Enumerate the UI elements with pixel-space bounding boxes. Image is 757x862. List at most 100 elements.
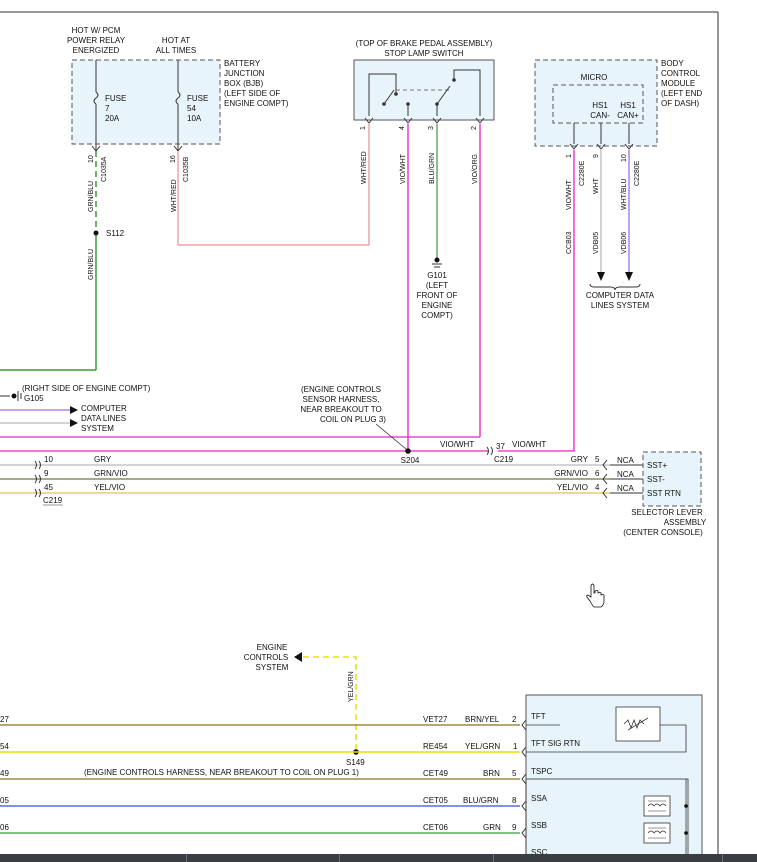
trans-label-ssa: SSA (531, 794, 548, 803)
computer-data-2-line1: COMPUTER (81, 404, 127, 413)
trans-row2-left: 54 (0, 742, 9, 751)
c219-row3-pin: 45 (44, 483, 53, 492)
trans-row5-wire: GRN (483, 823, 501, 832)
bcm-data-lines: COMPUTER DATA LINES SYSTEM (586, 150, 655, 310)
c219-conn-upper: C219 (494, 455, 514, 464)
wire-grn-blu-label-2: GRN/BLU (88, 249, 95, 280)
selector-harness: 10 GRY 9 GRN/VIO 45 YEL/VIO C219 GRY 5 G… (0, 451, 707, 537)
sel-nca-2: NCA (617, 470, 635, 479)
g105-label: G105 (24, 394, 44, 403)
bcm-can-minus-2: CAN- (590, 111, 610, 120)
bjb-pin1: 10 (88, 155, 95, 163)
selector-title-1: SELECTOR LEVER (631, 508, 703, 517)
taskbar-segment[interactable] (340, 854, 494, 862)
bcm-title-5: OF DASH) (661, 99, 700, 108)
c219-row2-wire: GRN/VIO (94, 469, 128, 478)
computer-data-lines-2: COMPUTER DATA LINES SYSTEM (0, 404, 127, 433)
trans-row5-circuit: CET06 (423, 823, 448, 832)
connector-c219-upper: VIO/WHT 37 C219 VIO/WHT (440, 440, 546, 464)
ground-g101: G101 (LEFT FRONT OF ENGINE COMPT) (417, 124, 458, 320)
computer-data-2-line2: DATA LINES (81, 414, 126, 423)
bjb-conn2: C1035B (183, 156, 190, 182)
wire-bcm-vio-wht (498, 150, 575, 452)
trans-label-tspc: TSPC (531, 767, 553, 776)
computer-data-2-line3: SYSTEM (81, 424, 114, 433)
trans-row3-circuit: CET49 (423, 769, 448, 778)
stop-lamp-pin-4: 4 (399, 126, 406, 130)
bjb-title-line1: BATTERY (224, 59, 261, 68)
g101-line5: COMPT) (421, 311, 453, 320)
s204-note-1: (ENGINE CONTROLS (301, 385, 381, 394)
sel-row3-wire: YEL/VIO (557, 483, 588, 492)
trans-label-ssc: SSC (531, 848, 548, 857)
bjb-box (71, 59, 221, 145)
bcm-pin-1: 1 (566, 154, 573, 158)
bcm-pin-9: 9 (593, 154, 600, 158)
s204-note-4: COIL ON PLUG 3) (320, 415, 386, 424)
engine-controls: ENGINE CONTROLS SYSTEM YEL/GRN S149 (244, 643, 365, 767)
bcm-can-plus-2: CAN+ (617, 111, 639, 120)
stop-lamp-switch: (TOP OF BRAKE PEDAL ASSEMBLY) STOP LAMP … (353, 39, 495, 184)
c219-wire-right: VIO/WHT (512, 440, 546, 449)
transmission-module-box (525, 694, 703, 862)
engine-controls-wire: YEL/GRN (348, 671, 355, 702)
g101-line4: ENGINE (422, 301, 453, 310)
sel-nca-3: NCA (617, 484, 635, 493)
trans-row3-left: 49 (0, 769, 9, 778)
bjb-title-line3: BOX (BJB) (224, 79, 263, 88)
solenoid-ssa-icon (643, 795, 671, 817)
bcm-circuit-vdb06: VDB06 (621, 232, 628, 254)
selector-box (642, 451, 702, 507)
wire-grn-blu-label-1: GRN/BLU (88, 181, 95, 212)
arrow-right-icon (70, 419, 78, 427)
engine-controls-title-1: ENGINE (257, 643, 288, 652)
bjb-title-line2: JUNCTION (224, 69, 265, 78)
stop-lamp-wire-2: VIO/WHT (400, 153, 407, 184)
engine-controls-title-3: SYSTEM (256, 663, 289, 672)
bcm-wire-vio-wht: VIO/WHT (566, 179, 573, 210)
bcm-wire-wht: WHT (593, 177, 600, 194)
wire-grn-blu: GRN/BLU S112 GRN/BLU (0, 151, 125, 371)
taskbar-segment[interactable] (494, 854, 723, 862)
stop-lamp-pin-1: 1 (360, 126, 367, 130)
trans-row1-pin: 2 (512, 715, 517, 724)
c219-row1-wire: GRY (94, 455, 112, 464)
trans-row1-left: 27 (0, 715, 9, 724)
trans-row4-circuit: CET05 (423, 796, 448, 805)
bcm-connector-1: C2280E (579, 160, 586, 186)
fuse2-label: FUSE (187, 94, 208, 103)
sel-row2-wire: GRN/VIO (554, 469, 588, 478)
trans-label-tft-sig-rtn: TFT SIG RTN (531, 739, 580, 748)
g101-line3: FRONT OF (417, 291, 458, 300)
c219-conn-lower: C219 (43, 496, 63, 505)
taskbar-segment[interactable] (187, 854, 340, 862)
c219-row1-pin: 10 (44, 455, 53, 464)
fuse1-label: FUSE (105, 94, 126, 103)
bottom-taskbar (0, 854, 757, 862)
stop-lamp-wire-3: BLU/GRN (429, 153, 436, 184)
sel-row1-wire: GRY (571, 455, 589, 464)
trans-row4-wire: BLU/GRN (463, 796, 499, 805)
s204-dot (405, 448, 411, 454)
splice-s112-dot (93, 230, 99, 236)
fuse-7-icon (93, 91, 99, 105)
sel-label-sst-rtn: SST RTN (647, 489, 681, 498)
bcm-wire-wht-blu: WHT/BLU (621, 179, 628, 211)
sel-row2-pin: 6 (595, 469, 600, 478)
g101-line2: (LEFT (426, 281, 448, 290)
bjb-hot1-line3: ENERGIZED (73, 46, 120, 55)
bjb-pin2: 16 (170, 155, 177, 163)
stop-lamp-wire-4: VIO/ORG (472, 154, 479, 184)
arrow-down-icon (597, 272, 605, 281)
fuse1-number: 7 (105, 104, 110, 113)
engine-controls-title-2: CONTROLS (244, 653, 288, 662)
trans-row2-pin: 1 (513, 742, 518, 751)
stop-lamp-title-2: STOP LAMP SWITCH (384, 49, 463, 58)
stop-lamp-wire-1: WHT/RED (361, 151, 368, 184)
taskbar-segment[interactable] (0, 854, 187, 862)
transmission-wiring: 27 VET27 BRN/YEL 2 54 RE454 YEL/GRN 1 49… (0, 694, 703, 862)
wire-wht-red-bjb: WHT/RED (171, 124, 370, 246)
bcm-title-1: BODY (661, 59, 684, 68)
selector-title-2: ASSEMBLY (664, 518, 707, 527)
arrow-right-icon (70, 406, 78, 414)
